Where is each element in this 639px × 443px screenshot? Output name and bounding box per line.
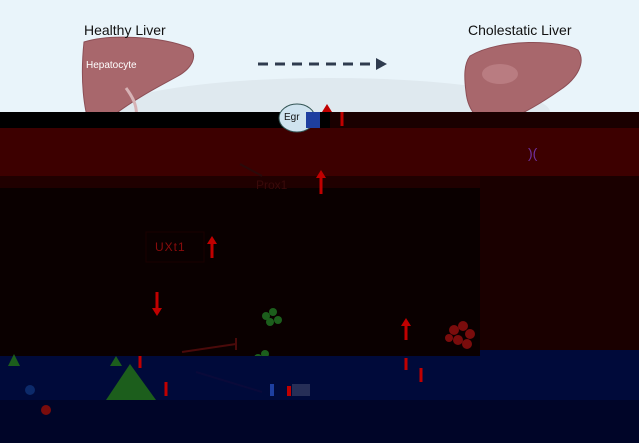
healthy-liver-title: Healthy Liver (84, 22, 166, 38)
green-triangle-small (8, 354, 20, 366)
gene-box (145, 231, 205, 263)
dark-overlay (0, 112, 330, 128)
lower-band-step (480, 350, 639, 370)
blue-bar (270, 384, 274, 396)
up-arrow-right-head (401, 318, 411, 326)
inhibition-line (181, 343, 237, 353)
green-cluster-top (262, 308, 282, 326)
blue-dot (25, 385, 35, 395)
membrane-band (0, 128, 639, 176)
dark-overlay-right (330, 112, 639, 128)
green-triangle-large (106, 364, 156, 400)
purple-mark: )( (528, 145, 538, 161)
red-dot (41, 405, 51, 415)
red-bar (287, 386, 291, 396)
mid-label: Prox1 (256, 178, 288, 192)
up-arrow-mid-head (316, 170, 326, 178)
lower-band-deep (0, 400, 639, 443)
progression-arrow (258, 58, 387, 70)
egr-up-arrow (322, 104, 332, 112)
cell-interior-right (480, 176, 639, 356)
hepatocyte-label: Hepatocyte (86, 60, 137, 71)
egr-label: Egr (284, 112, 300, 123)
small-glyph (292, 384, 310, 396)
cholestatic-liver-title: Cholestatic Liver (468, 22, 572, 38)
gene-up-arrow-head (207, 236, 217, 244)
red-cluster (445, 321, 475, 349)
down-arrow-head (152, 308, 162, 316)
green-triangle-mini (110, 356, 122, 366)
cholestatic-liver-illustration (464, 41, 582, 125)
lower-connector (195, 371, 263, 393)
gene-label: UXt1 (155, 240, 186, 254)
egr-receptor (306, 112, 320, 128)
connector-line (239, 163, 263, 177)
